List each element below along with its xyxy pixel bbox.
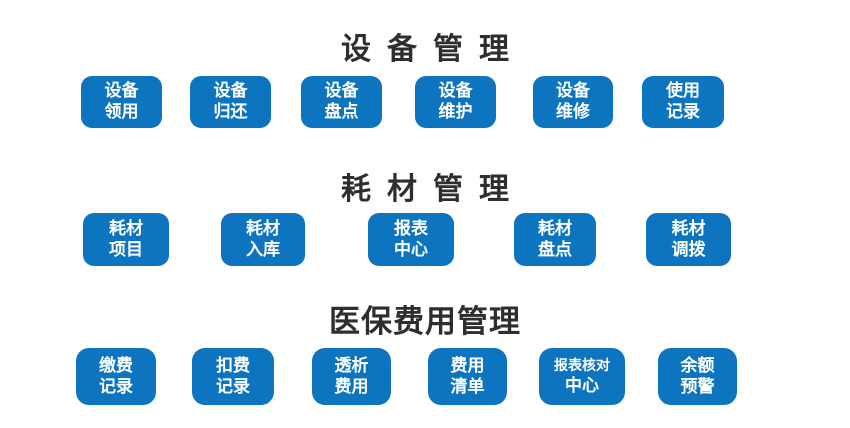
button-label-line2: 清单 bbox=[450, 376, 485, 397]
button-label-line1: 余额 bbox=[680, 355, 715, 376]
equipment-repair-button[interactable]: 设备 维修 bbox=[533, 76, 613, 128]
button-label-line2: 归还 bbox=[213, 102, 248, 122]
section-title-equipment: 设备管理 bbox=[341, 32, 525, 67]
button-label-line2: 维护 bbox=[438, 102, 473, 122]
equipment-inventory-button[interactable]: 设备 盘点 bbox=[301, 76, 382, 128]
consumable-inventory-button[interactable]: 耗材 盘点 bbox=[514, 213, 596, 266]
button-label-line2: 记录 bbox=[216, 376, 250, 397]
button-label-line2: 项目 bbox=[109, 239, 143, 260]
button-label-line1: 设备 bbox=[104, 81, 139, 101]
button-label-line1: 透析 bbox=[334, 355, 369, 376]
equipment-maintenance-button[interactable]: 设备 维护 bbox=[415, 76, 496, 128]
consumable-inbound-button[interactable]: 耗材 入库 bbox=[221, 213, 305, 266]
report-reconciliation-center-button[interactable]: 报表核对 中心 bbox=[539, 348, 625, 405]
button-label-line1: 耗材 bbox=[246, 218, 280, 239]
button-label-line1: 耗材 bbox=[109, 218, 143, 239]
consumable-items-button[interactable]: 耗材 项目 bbox=[83, 213, 169, 266]
button-label-line2: 预警 bbox=[680, 376, 715, 397]
balance-alert-button[interactable]: 余额 预警 bbox=[658, 348, 737, 405]
button-label-line1: 缴费 bbox=[99, 355, 133, 376]
button-label-line2: 调拨 bbox=[671, 239, 706, 260]
button-label-line2: 记录 bbox=[99, 376, 133, 397]
deduction-records-button[interactable]: 扣费 记录 bbox=[192, 348, 274, 405]
button-label-line1: 报表 bbox=[394, 218, 428, 239]
button-label-line2: 记录 bbox=[666, 102, 700, 122]
section-title-insurance-fees: 医保费用管理 bbox=[329, 304, 521, 340]
button-label-line1: 设备 bbox=[324, 81, 359, 101]
button-label-line2: 费用 bbox=[334, 376, 369, 397]
button-label-line2: 领用 bbox=[104, 102, 139, 122]
equipment-return-button[interactable]: 设备 归还 bbox=[190, 76, 271, 128]
consumable-transfer-button[interactable]: 耗材 调拨 bbox=[646, 213, 731, 266]
report-center-button[interactable]: 报表 中心 bbox=[368, 213, 454, 266]
button-label-line1: 耗材 bbox=[538, 218, 572, 239]
button-label-line1: 设备 bbox=[556, 81, 590, 101]
button-label-line1: 设备 bbox=[438, 81, 473, 101]
dialysis-fee-button[interactable]: 透析 费用 bbox=[312, 348, 391, 405]
button-label-line1: 使用 bbox=[666, 81, 700, 101]
equipment-issue-button[interactable]: 设备 领用 bbox=[81, 76, 162, 128]
button-label-line2: 入库 bbox=[246, 239, 280, 260]
section-title-consumables: 耗材管理 bbox=[341, 172, 525, 207]
button-label-line1: 报表核对 bbox=[554, 357, 610, 374]
button-label-line2: 维修 bbox=[556, 102, 590, 122]
button-label-line1: 设备 bbox=[213, 81, 248, 101]
button-label-line2: 盘点 bbox=[324, 102, 359, 122]
expense-list-button[interactable]: 费用 清单 bbox=[428, 348, 507, 405]
button-label-line1: 耗材 bbox=[671, 218, 706, 239]
button-label-line1: 费用 bbox=[450, 355, 485, 376]
button-label-line2: 盘点 bbox=[538, 239, 572, 260]
button-label-line2: 中心 bbox=[394, 239, 428, 260]
usage-records-button[interactable]: 使用 记录 bbox=[642, 76, 724, 128]
button-label-line1: 扣费 bbox=[216, 355, 250, 376]
button-label-line2: 中心 bbox=[565, 375, 599, 396]
payment-records-button[interactable]: 缴费 记录 bbox=[76, 348, 156, 405]
